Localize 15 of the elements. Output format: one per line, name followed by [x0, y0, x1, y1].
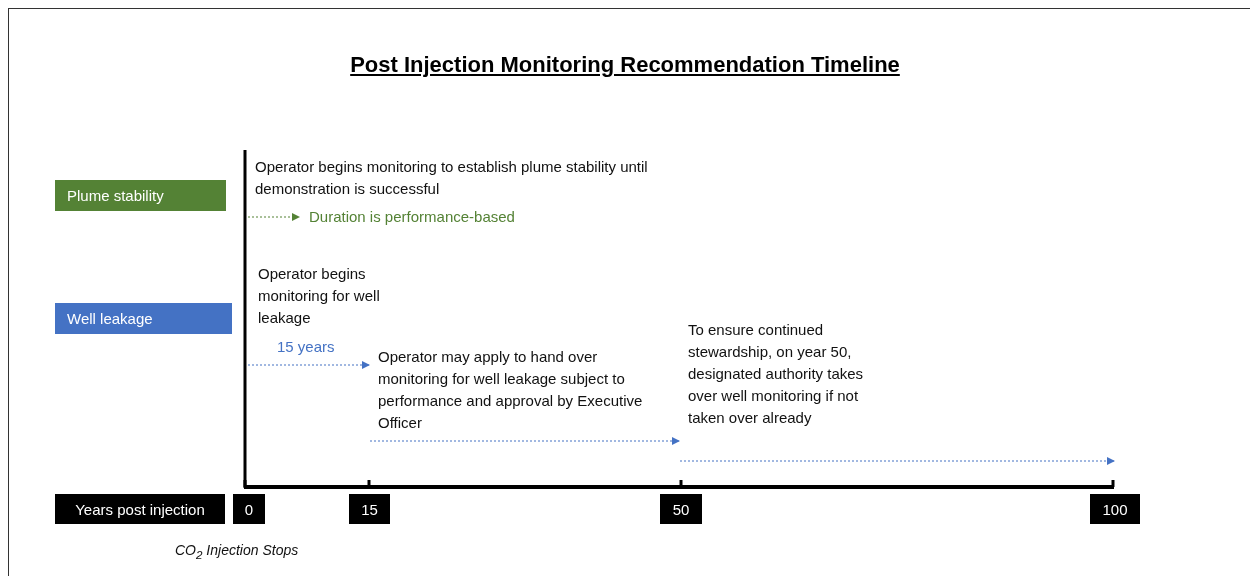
annotation-text: Operator begins monitoring for well leakage	[258, 264, 381, 328]
duration-label: Duration is performance-based	[309, 207, 516, 227]
duration-label: 15 years	[277, 337, 336, 357]
axis-label: Years post injection	[55, 494, 225, 524]
tick-label: 15	[349, 494, 390, 524]
annotation-text: Operator may apply to hand over monitoring for well leakage subject to performance and approval by Executive Officer	[378, 347, 644, 433]
row-label: Well leakage	[55, 303, 232, 334]
annotation-text: Operator begins monitoring to establish plume stability until demonstration is successful	[255, 157, 649, 199]
annotation-text: To ensure continued stewardship, on year 50, designated authority takes over well monitoring if not taken over already	[688, 320, 865, 428]
title: Post Injection Monitoring Recommendation Timeline	[349, 52, 901, 78]
tick-label: 100	[1090, 494, 1140, 524]
tick-label: 0	[233, 494, 265, 524]
row-label: Plume stability	[55, 180, 226, 211]
note: CO$_{2}$ Injection Stops	[175, 541, 300, 563]
tick-label: 50	[660, 494, 702, 524]
